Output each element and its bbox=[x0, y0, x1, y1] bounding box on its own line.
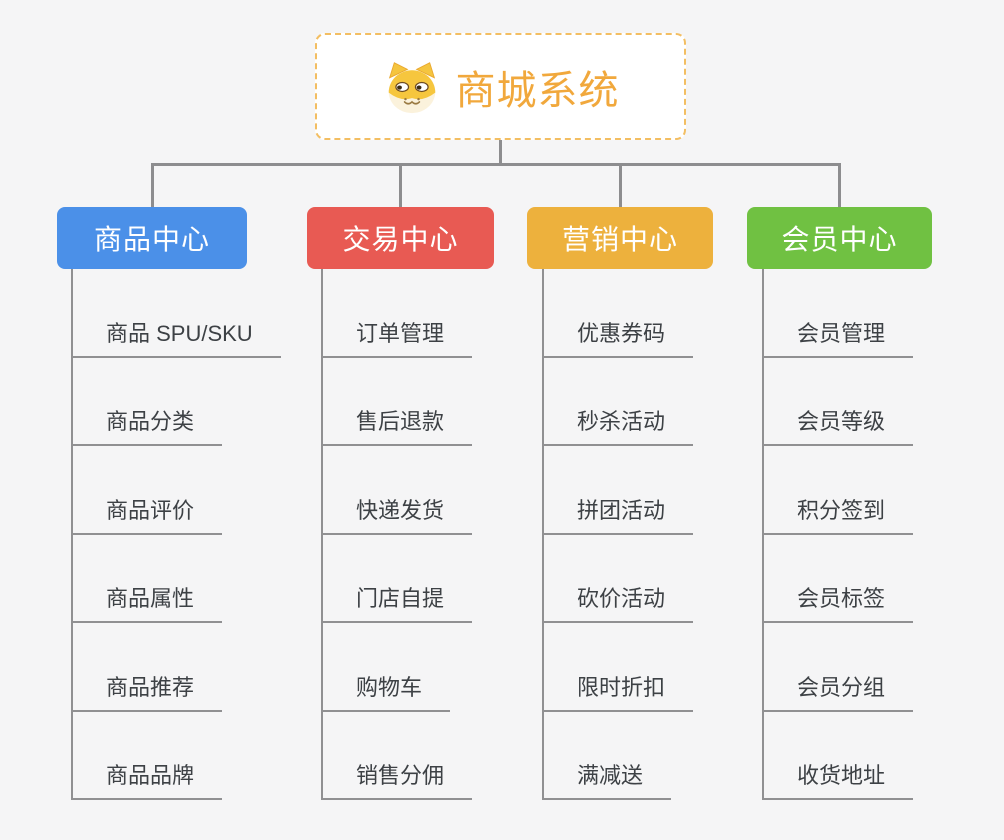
leaf-node[interactable]: 商品推荐 bbox=[71, 672, 223, 712]
branch-node-trade[interactable]: 交易中心 bbox=[307, 207, 494, 269]
leaf-node[interactable]: 商品评价 bbox=[71, 495, 223, 535]
leaf-node[interactable]: 积分签到 bbox=[762, 495, 914, 535]
leaf-node[interactable]: 售后退款 bbox=[321, 406, 473, 446]
leaf-node[interactable]: 销售分佣 bbox=[321, 760, 473, 800]
leaf-node[interactable]: 会员标签 bbox=[762, 583, 914, 623]
leaf-node[interactable]: 砍价活动 bbox=[542, 583, 694, 623]
dog-face-icon bbox=[388, 61, 435, 113]
connector-rail bbox=[151, 163, 840, 166]
leaf-node[interactable]: 收货地址 bbox=[762, 760, 914, 800]
branch-node-product[interactable]: 商品中心 bbox=[57, 207, 247, 269]
connector-drop-trade bbox=[399, 163, 402, 208]
connector-drop-member bbox=[838, 163, 841, 208]
leaf-node[interactable]: 会员分组 bbox=[762, 672, 914, 712]
leaf-node[interactable]: 购物车 bbox=[321, 672, 451, 712]
leaf-node[interactable]: 商品 SPU/SKU bbox=[71, 318, 281, 358]
leaf-node[interactable]: 秒杀活动 bbox=[542, 406, 694, 446]
branch-node-marketing[interactable]: 营销中心 bbox=[527, 207, 713, 269]
leaf-node[interactable]: 限时折扣 bbox=[542, 672, 694, 712]
leaf-node[interactable]: 商品属性 bbox=[71, 583, 223, 623]
branch-node-member[interactable]: 会员中心 bbox=[747, 207, 932, 269]
leaf-node[interactable]: 订单管理 bbox=[321, 318, 473, 358]
leaf-node[interactable]: 拼团活动 bbox=[542, 495, 694, 535]
connector-root-stem bbox=[499, 140, 502, 165]
leaf-node[interactable]: 商品品牌 bbox=[71, 760, 223, 800]
connector-drop-product bbox=[151, 163, 154, 208]
leaf-node[interactable]: 商品分类 bbox=[71, 406, 223, 446]
leaf-node[interactable]: 门店自提 bbox=[321, 583, 473, 623]
leaf-node[interactable]: 会员管理 bbox=[762, 318, 914, 358]
leaf-node[interactable]: 快递发货 bbox=[321, 495, 473, 535]
connector-drop-marketing bbox=[619, 163, 622, 208]
leaf-node[interactable]: 满减送 bbox=[542, 760, 672, 800]
leaf-node[interactable]: 优惠券码 bbox=[542, 318, 694, 358]
root-node[interactable]: 商城系统 bbox=[315, 33, 686, 140]
root-title: 商城系统 bbox=[455, 68, 620, 113]
leaf-node[interactable]: 会员等级 bbox=[762, 406, 914, 446]
